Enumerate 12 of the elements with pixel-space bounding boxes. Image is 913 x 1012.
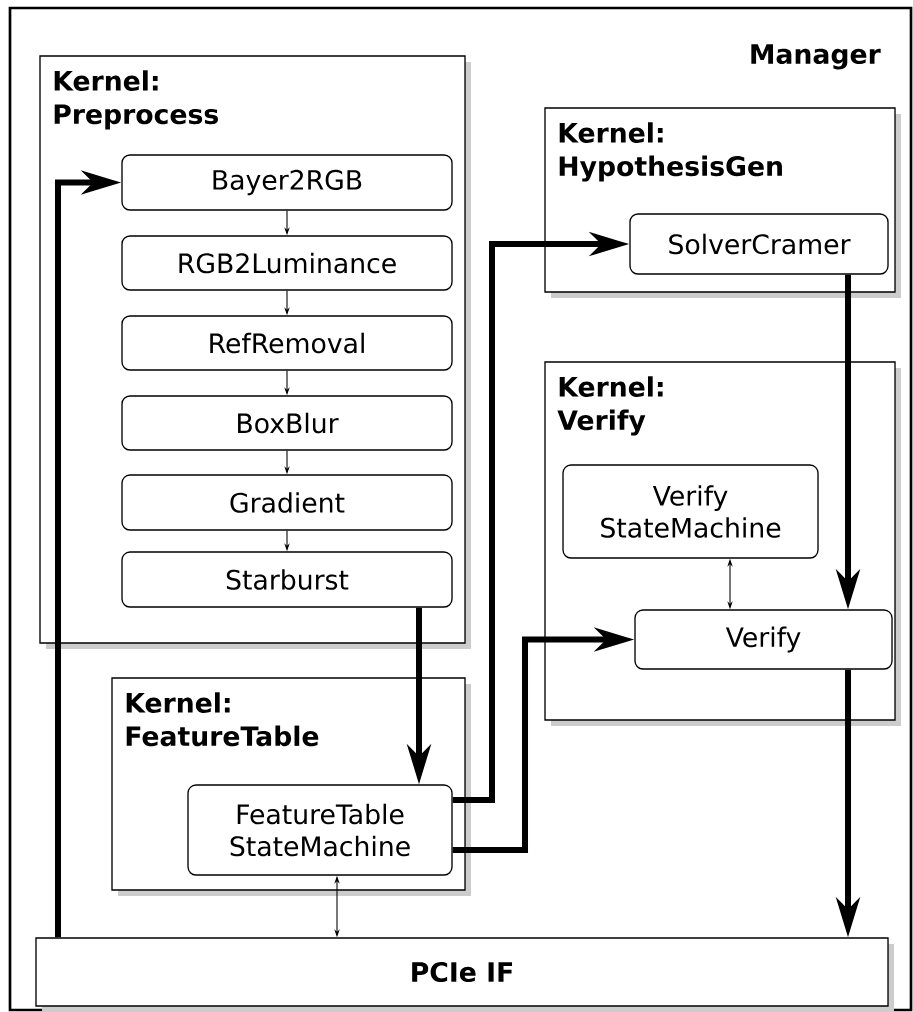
- frame-title: Manager: [751, 44, 881, 70]
- process-box: RefRemoval: [121, 315, 453, 371]
- process-box: Starburst: [121, 551, 453, 608]
- interface-box: PCIe IF: [35, 937, 894, 1012]
- process-box: BoxBlur: [121, 395, 453, 451]
- process-box: Verify StateMachine: [562, 464, 819, 559]
- process-box: Gradient: [121, 474, 453, 531]
- process-box: Bayer2RGB: [121, 154, 453, 211]
- process-box: FeatureTable StateMachine: [187, 784, 453, 876]
- process-box: Verify: [634, 609, 893, 670]
- process-box: SolverCramer: [629, 213, 889, 275]
- process-box: RGB2Luminance: [121, 235, 453, 291]
